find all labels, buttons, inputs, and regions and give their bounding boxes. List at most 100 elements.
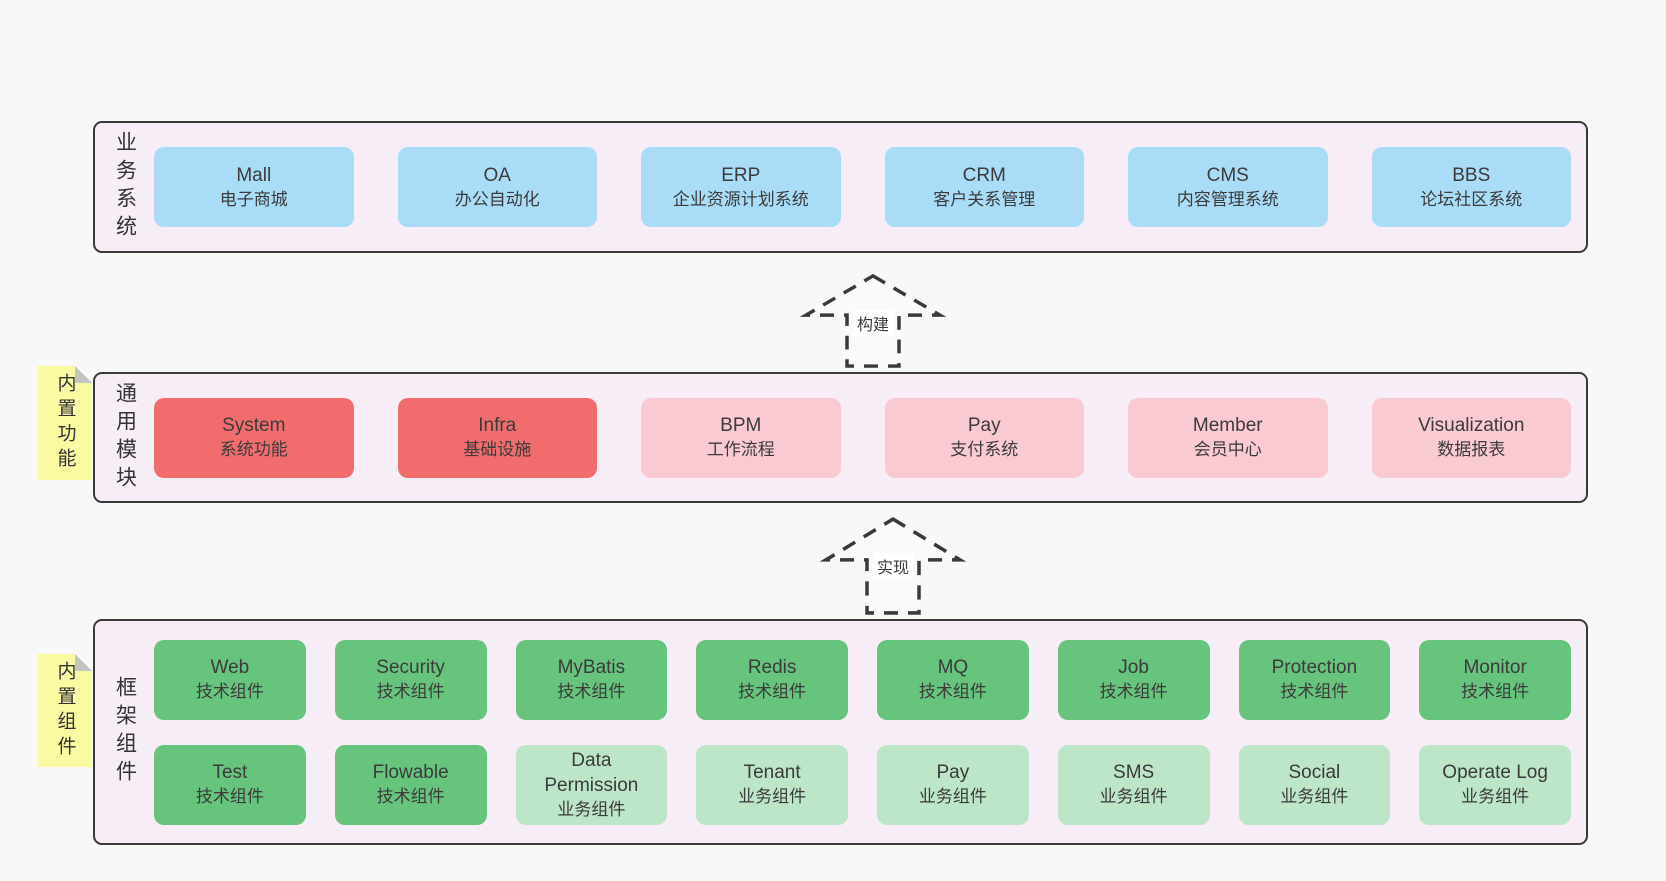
box-infra: Infra 基础设施 bbox=[397, 397, 597, 478]
box-title: Test bbox=[212, 762, 248, 783]
box-title: MyBatis bbox=[557, 657, 626, 678]
box-subtitle: 技术组件 bbox=[1280, 682, 1349, 701]
box-web: Web 技术组件 bbox=[154, 639, 306, 720]
box-monitor: Monitor 技术组件 bbox=[1419, 639, 1571, 720]
box-mall: Mall 电子商城 bbox=[154, 147, 354, 227]
box-subtitle: 业务组件 bbox=[1099, 787, 1168, 806]
framework-row-1: Web 技术组件 Security 技术组件 MyBatis 技术组件 Redi… bbox=[154, 639, 1571, 720]
box-subtitle: 支付系统 bbox=[950, 440, 1019, 459]
note-label: 内置功能 bbox=[54, 373, 76, 473]
box-subtitle: 企业资源计划系统 bbox=[672, 189, 809, 209]
box-subtitle: 技术组件 bbox=[376, 682, 445, 701]
box-subtitle: 技术组件 bbox=[376, 787, 445, 806]
box-mybatis: MyBatis 技术组件 bbox=[515, 639, 668, 720]
box-title: Monitor bbox=[1463, 657, 1527, 678]
arrow-implement: 实现 bbox=[818, 515, 968, 617]
note-label: 内置组件 bbox=[54, 660, 76, 761]
box-subtitle: 技术组件 bbox=[557, 682, 626, 701]
box-subtitle: 论坛社区系统 bbox=[1420, 189, 1523, 209]
box-subtitle: 工作流程 bbox=[706, 440, 775, 459]
box-sms: SMS 业务组件 bbox=[1057, 744, 1210, 825]
box-title: Protection bbox=[1271, 657, 1358, 678]
box-title: Operate Log bbox=[1442, 762, 1548, 783]
box-title: BBS bbox=[1452, 164, 1491, 186]
box-erp: ERP 企业资源计划系统 bbox=[641, 147, 841, 227]
arrow-build: 构建 bbox=[798, 272, 948, 370]
box-title: SMS bbox=[1113, 762, 1155, 783]
box-crm: CRM 客户关系管理 bbox=[884, 147, 1084, 227]
framework-box-rows: Web 技术组件 Security 技术组件 MyBatis 技术组件 Redi… bbox=[154, 639, 1586, 825]
box-bbs: BBS 论坛社区系统 bbox=[1371, 147, 1571, 227]
layer-label-framework: 框架组件 bbox=[113, 676, 137, 788]
layer-label-business: 业务系统 bbox=[113, 131, 137, 243]
box-subtitle: 业务组件 bbox=[918, 787, 987, 806]
box-subtitle: 技术组件 bbox=[195, 787, 264, 806]
box-title: BPM bbox=[720, 415, 762, 436]
box-title: CRM bbox=[962, 164, 1006, 186]
box-subtitle: 业务组件 bbox=[1461, 787, 1530, 806]
box-subtitle: 技术组件 bbox=[918, 682, 987, 701]
box-subtitle: 客户关系管理 bbox=[933, 189, 1036, 209]
box-title: OA bbox=[483, 164, 511, 186]
box-title: Job bbox=[1118, 657, 1149, 678]
box-title: MQ bbox=[937, 657, 969, 678]
business-box-row: Mall 电子商城 OA 办公自动化 ERP 企业资源计划系统 CRM 客户关系… bbox=[154, 147, 1586, 227]
box-subtitle: 系统功能 bbox=[219, 440, 288, 459]
box-title: Web bbox=[210, 657, 250, 678]
box-test: Test 技术组件 bbox=[154, 744, 306, 825]
box-subtitle: 内容管理系统 bbox=[1176, 189, 1279, 209]
box-title: Infra bbox=[478, 415, 517, 436]
box-social: Social 业务组件 bbox=[1238, 744, 1391, 825]
box-subtitle: 技术组件 bbox=[738, 682, 807, 701]
box-title: Mall bbox=[236, 164, 272, 186]
folded-corner-icon bbox=[75, 366, 92, 383]
box-oa: OA 办公自动化 bbox=[397, 147, 597, 227]
box-title: Redis bbox=[747, 657, 797, 678]
box-title: Tenant bbox=[743, 762, 801, 783]
box-system: System 系统功能 bbox=[154, 397, 354, 478]
box-flowable: Flowable 技术组件 bbox=[334, 744, 487, 825]
layer-business-systems: 业务系统 Mall 电子商城 OA 办公自动化 ERP 企业资源计划系统 CRM… bbox=[93, 121, 1588, 253]
box-operate-log: Operate Log 业务组件 bbox=[1419, 744, 1571, 825]
box-cms: CMS 内容管理系统 bbox=[1128, 147, 1328, 227]
layer-common-modules: 通用模块 System 系统功能 Infra 基础设施 BPM 工作流程 Pay… bbox=[93, 372, 1588, 503]
box-redis: Redis 技术组件 bbox=[696, 639, 848, 720]
folded-corner-icon bbox=[75, 654, 92, 671]
box-title: Visualization bbox=[1418, 415, 1525, 436]
box-title: Social bbox=[1288, 762, 1341, 783]
layer-framework-components: 框架组件 Web 技术组件 Security 技术组件 MyBatis 技术组件… bbox=[93, 619, 1588, 845]
box-mq: MQ 技术组件 bbox=[877, 639, 1029, 720]
modules-box-row: System 系统功能 Infra 基础设施 BPM 工作流程 Pay 支付系统… bbox=[154, 397, 1586, 478]
box-title: Security bbox=[376, 657, 445, 678]
sticky-note-builtin-features: 内置功能 bbox=[38, 366, 92, 480]
arrow-implement-label: 实现 bbox=[872, 553, 914, 579]
box-title: ERP bbox=[721, 164, 761, 186]
box-title: Flowable bbox=[372, 762, 449, 783]
box-data-permission: Data Permission 业务组件 bbox=[515, 744, 668, 825]
framework-row-2: Test 技术组件 Flowable 技术组件 Data Permission … bbox=[154, 744, 1571, 825]
arrow-build-label: 构建 bbox=[852, 310, 894, 336]
box-subtitle: 业务组件 bbox=[1280, 787, 1349, 806]
box-subtitle: 基础设施 bbox=[463, 440, 532, 459]
box-subtitle: 技术组件 bbox=[195, 682, 264, 701]
box-title: Data Permission bbox=[544, 749, 639, 796]
box-protection: Protection 技术组件 bbox=[1238, 639, 1391, 720]
box-subtitle: 技术组件 bbox=[1461, 682, 1530, 701]
box-pay-component: Pay 业务组件 bbox=[877, 744, 1029, 825]
box-subtitle: 会员中心 bbox=[1193, 440, 1262, 459]
box-title: System bbox=[222, 415, 286, 436]
box-title: Member bbox=[1192, 415, 1263, 436]
box-title: Pay bbox=[936, 762, 970, 783]
box-subtitle: 技术组件 bbox=[1099, 682, 1168, 701]
box-visualization: Visualization 数据报表 bbox=[1371, 397, 1571, 478]
layer-label-modules: 通用模块 bbox=[113, 381, 137, 494]
box-security: Security 技术组件 bbox=[334, 639, 487, 720]
box-member: Member 会员中心 bbox=[1128, 397, 1328, 478]
box-subtitle: 业务组件 bbox=[738, 787, 807, 806]
box-title: Pay bbox=[967, 415, 1001, 436]
box-bpm: BPM 工作流程 bbox=[641, 397, 841, 478]
box-tenant: Tenant 业务组件 bbox=[696, 744, 848, 825]
box-title: CMS bbox=[1206, 164, 1249, 186]
sticky-note-builtin-components: 内置组件 bbox=[38, 654, 92, 767]
